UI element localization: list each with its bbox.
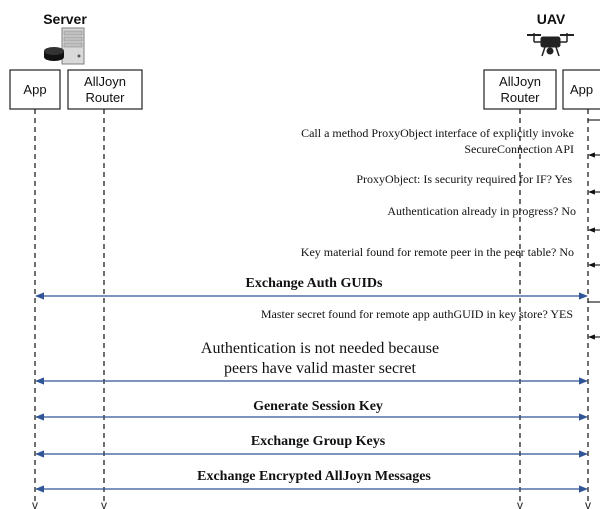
uav-router-label-line1: AllJoyn <box>499 74 541 89</box>
participant-server-app: App <box>9 69 61 110</box>
uav-title: UAV <box>537 11 566 27</box>
server-router-label-line2: Router <box>85 90 125 105</box>
drone-icon <box>527 33 574 57</box>
step-label: ProxyObject: Is security required for IF… <box>356 172 572 186</box>
exchange-label: Exchange Auth GUIDs <box>246 276 383 291</box>
exchange-label: Exchange Group Keys <box>251 434 386 449</box>
lifeline-end-mark: v <box>585 498 591 509</box>
participant-server-router: AllJoyn Router <box>67 69 143 110</box>
exchange-label: Exchange Encrypted AllJoyn Messages <box>197 469 431 484</box>
exchange-label: peers have valid master secret <box>224 360 416 377</box>
server-router-label-line1: AllJoyn <box>84 74 126 89</box>
server-title: Server <box>43 11 87 27</box>
lifeline-end-mark: v <box>101 498 107 509</box>
uav-router-label-line2: Router <box>500 90 540 105</box>
server-app-label: App <box>23 82 46 97</box>
participant-uav-router: AllJoyn Router <box>483 69 557 110</box>
exchange-label: Authentication is not needed because <box>201 340 439 357</box>
step-label: Master secret found for remote app authG… <box>261 307 573 321</box>
step-label: Call a method ProxyObject interface of e… <box>301 126 574 140</box>
server-icon <box>44 27 85 65</box>
participant-uav-app: App <box>562 69 600 110</box>
lifeline-end-mark: v <box>517 498 523 509</box>
exchange-label: Generate Session Key <box>253 399 383 414</box>
uav-app-label: App <box>570 82 593 97</box>
step-label: SecureConnection API <box>464 142 574 156</box>
lifeline-end-mark: v <box>32 498 38 509</box>
step-label: Authentication already in progress? No <box>387 204 576 218</box>
step-label: Key material found for remote peer in th… <box>301 245 574 259</box>
